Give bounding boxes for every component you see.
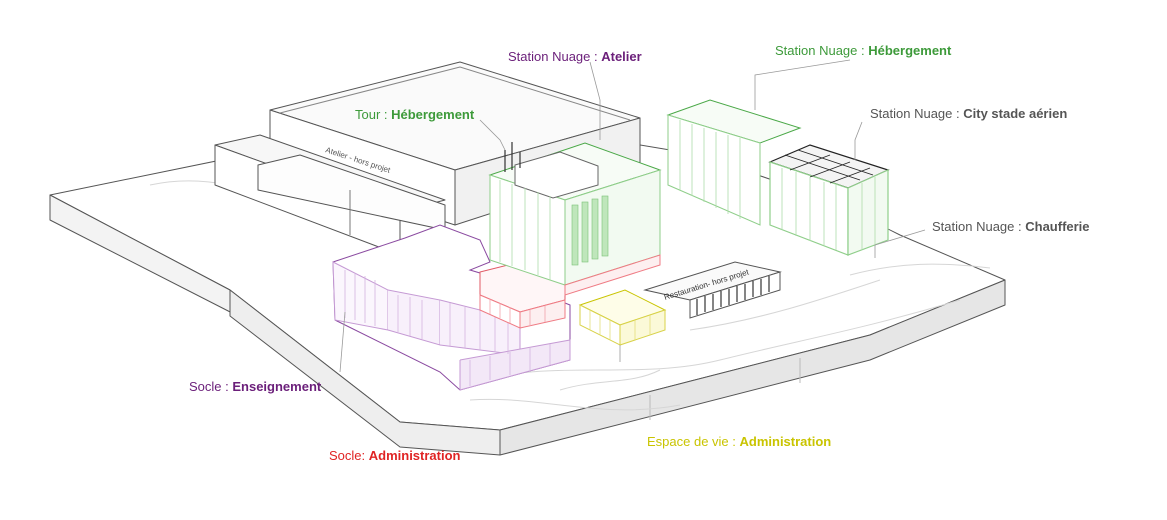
label-tour-hebergement-prefix: Tour : [355,107,392,122]
city-stade-building [768,144,890,256]
label-socle-enseignement-value: Enseignement [232,379,322,394]
tour-hebergement-building [488,142,662,296]
label-station-hebergement-prefix: Station Nuage : [775,43,869,58]
label-station-atelier-value: Atelier [601,49,642,64]
restauration-building: Restauration- hors projet [643,261,782,319]
label-espace-vie-prefix: Espace de vie : [647,434,740,449]
plinth-right-face [499,279,1006,456]
socle-enseignement-building [332,224,571,391]
label-tour-hebergement-value: Hébergement [391,107,475,122]
label-station-chaufferie-value: Chaufferie [1025,219,1090,234]
label-socle-administration-value: Administration [368,448,461,463]
leader-lines [339,59,926,373]
label-espace-vie-value: Administration [739,434,832,449]
label-station-chaufferie-prefix: Station Nuage : [932,219,1026,234]
label-socle-administration-prefix: Socle: [329,448,369,463]
label-station-atelier-prefix: Station Nuage : [508,49,602,64]
label-tour-hebergement: Tour : Hébergement [355,107,474,122]
label-station-city-stade: Station Nuage : City stade aérien [870,106,1067,121]
label-station-chaufferie: Station Nuage : Chaufferie [932,219,1090,234]
label-station-atelier: Station Nuage : Atelier [508,49,642,64]
label-station-hebergement-value: Hébergement [868,43,952,58]
label-station-city-stade-prefix: Station Nuage : [870,106,964,121]
station-hebergement-building [666,99,802,226]
label-socle-administration: Socle: Administration [329,448,460,463]
label-socle-enseignement-prefix: Socle : [189,379,233,394]
label-station-hebergement: Station Nuage : Hébergement [775,43,951,58]
label-socle-enseignement: Socle : Enseignement [189,379,321,394]
label-espace-vie-administration: Espace de vie : Administration [647,434,831,449]
label-station-city-stade-value: City stade aérien [963,106,1068,121]
